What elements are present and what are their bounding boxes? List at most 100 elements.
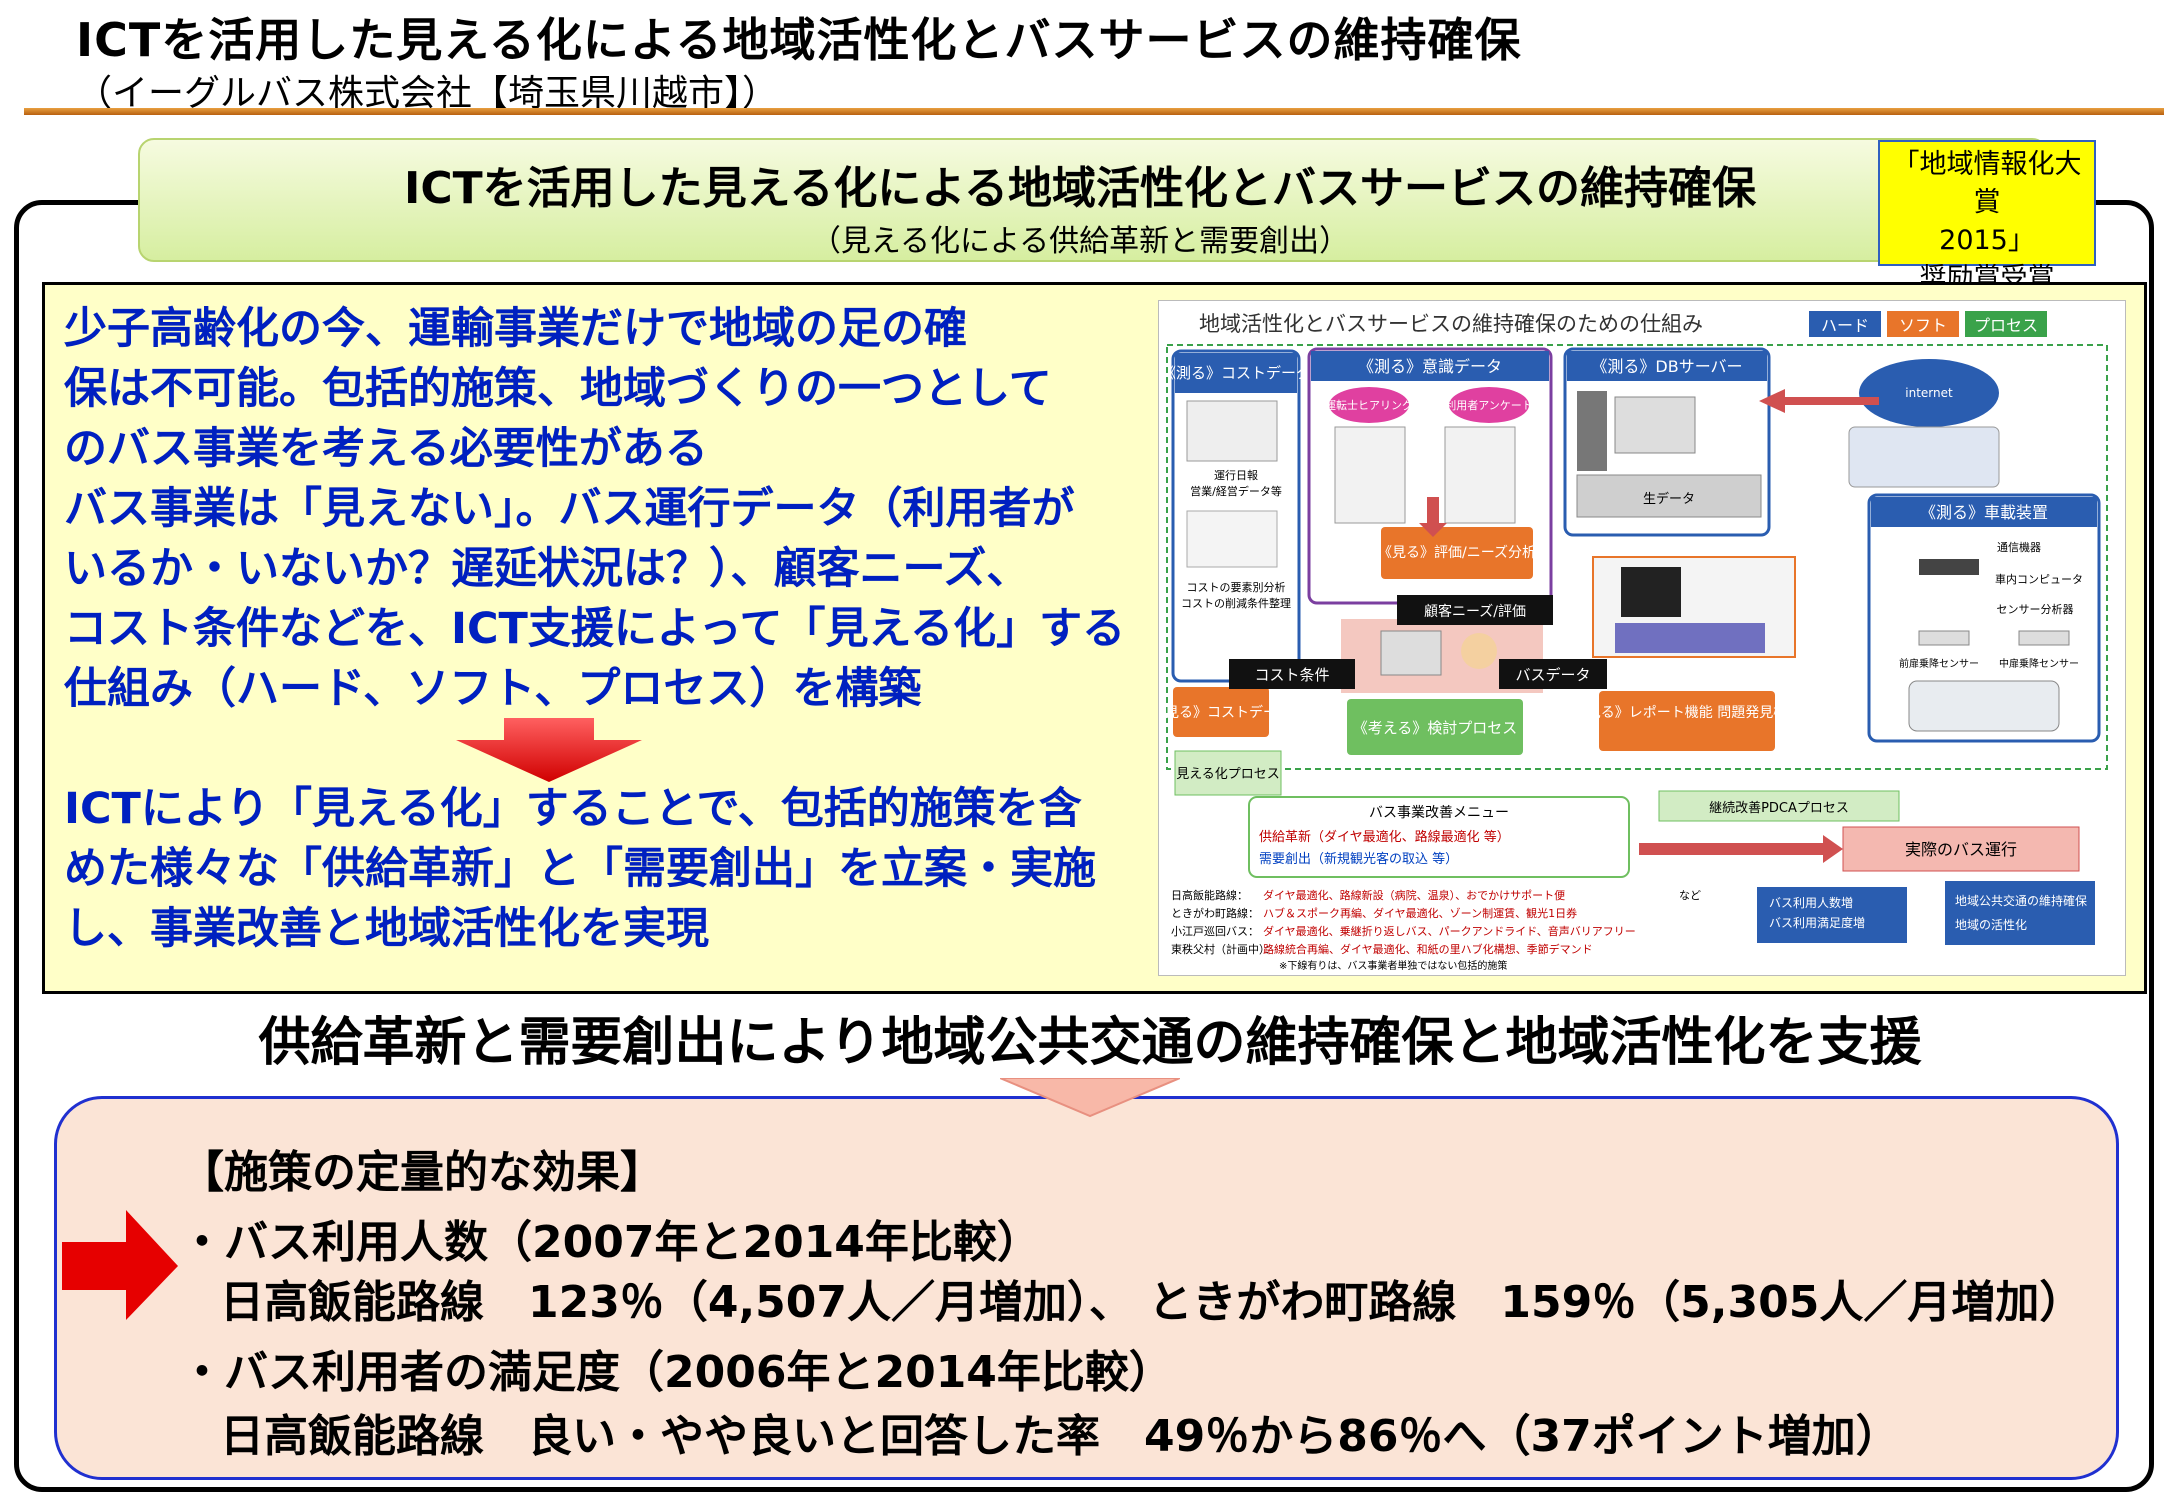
legend-hard (1809, 311, 1881, 337)
see-cost-label: 《見る》コストデータ (1158, 704, 1291, 721)
person-icon (1461, 633, 1497, 669)
result-detail: 日高飯能路線 123％（4,507人／月増加）、 ときがわ町路線 159％（5,… (220, 1277, 2084, 1328)
db-box-header (1567, 351, 1767, 381)
banner-subtitle: （見える化による供給革新と需要創出） (810, 224, 1350, 259)
monitor-icon (1621, 567, 1681, 617)
cost-note: コストの削減条件整理 (1181, 596, 1291, 610)
pdca-label: 継続改善PDCAプロセス (1709, 800, 1849, 816)
route-name: ときがわ町路線： (1171, 906, 1259, 920)
visual-process-label: 見える化プロセス (1176, 767, 1280, 782)
cost-note: 運行日報 (1214, 469, 1258, 482)
pdca-box (1658, 790, 1900, 822)
vehicle-item: センサー分析器 (1997, 602, 2074, 616)
summary-line: 少子高齢化の今、運輸事業だけで地域の足の確 (64, 304, 967, 354)
survey-sheet-icon (1444, 426, 1516, 524)
chart-icon (1186, 510, 1278, 568)
result-line: し、事業改善と地域活性化を実現 (64, 904, 709, 954)
outcome-box (1945, 881, 2095, 945)
db-box-title: 《測る》DBサーバー (1591, 357, 1742, 376)
award-line: 2015」 (1939, 225, 2035, 256)
menu-supply: 供給革新（ダイヤ最適化、路線最適化 等） (1259, 829, 1510, 845)
legend-soft-label: ソフト (1899, 316, 1947, 335)
cost-note: 営業/経営データ等 (1190, 484, 1282, 498)
vehicle-item: 車内コンピュータ (1995, 572, 2083, 586)
pointer-icon (1000, 1078, 1180, 1118)
outcome-item: 地域公共交通の維持確保 (1955, 893, 2087, 908)
raw-data-panel (1576, 474, 1762, 518)
route-text: ダイヤ最適化、乗継折り返しバス、パークアンドライド、音声バリアフリー (1263, 924, 1636, 938)
system-diagram: 地域活性化とバスサービスの維持確保のための仕組み ハード ソフト プロセス 《測… (1158, 300, 2126, 976)
banner (138, 138, 2048, 262)
see-report-label: 《見る》レポート機能 問題発見機能 (1573, 705, 1801, 721)
summary-line: いるか・いないか？遅延状況は？）、顧客ニーズ、 (64, 544, 1030, 594)
survey-box-header (1311, 351, 1549, 381)
routes-etc: など (1679, 889, 1701, 902)
db-box (1563, 347, 1771, 537)
page-subtitle: （イーグルバス株式会社【埼玉県川越市】） (76, 73, 779, 114)
legend-soft (1887, 311, 1959, 337)
arrow-right-icon (62, 1210, 178, 1320)
award-badge: 「地域情報化大賞 2015」 奨励賞受賞 (1878, 140, 2096, 294)
banner-title: ICTを活用した見える化による地域活性化とバスサービスの維持確保 (403, 163, 1757, 214)
survey-b-bubble (1449, 387, 1529, 423)
legend-hard-label: ハード (1821, 316, 1869, 335)
results-panel (54, 1096, 2119, 1480)
title-divider (24, 108, 2164, 115)
pc-icon (1380, 630, 1442, 676)
internet-label: internet (1905, 386, 1953, 400)
bus-icon (1908, 680, 2060, 732)
effect-item: バス利用満足度増 (1769, 915, 1865, 930)
cost-box-header (1175, 353, 1297, 393)
vehicle-box-title: 《測る》車載装置 (1920, 503, 2048, 522)
route-text: ハブ＆スポーク再編、ダイヤ最適化、ゾーン制運賃、観光1日券 (1263, 906, 1577, 920)
summary-line: のバス事業を考える必要性がある (64, 424, 708, 474)
award-line: 「地域情報化大賞 (1892, 149, 2082, 218)
think-box (1347, 699, 1523, 755)
cost-cond-label: コスト条件 (1254, 666, 1329, 684)
report-table (1615, 623, 1765, 653)
see-eval-label: 《見る》評価/ニーズ分析 (1378, 545, 1536, 561)
summary-line: コスト条件などを、ICT支援によって「見える化」する (64, 604, 1126, 654)
support-headline: 供給革新と需要創出により地域公共交通の維持確保と地域活性化を支援 (258, 1013, 1922, 1073)
survey-a-bubble (1329, 387, 1409, 423)
effect-item: バス利用人数増 (1769, 895, 1853, 910)
result-line: ICTにより「見える化」することで、包括的施策を含 (64, 784, 1082, 834)
menu-title: バス事業改善メニュー (1369, 805, 1509, 821)
page-title: ICTを活用した見える化による地域活性化とバスサービスの維持確保 (76, 13, 1522, 67)
results-heading: 【施策の定量的な効果】 (180, 1147, 664, 1198)
survey-a-label: 運転士ヒアリング (1325, 398, 1413, 412)
actual-box (1842, 826, 2080, 872)
route-text: 路線統合再編、ダイヤ最適化、和紙の里ハブ化構想、季節デマンド (1263, 942, 1593, 956)
monitor-icon (1614, 396, 1696, 454)
route-name: 東秩父村（計画中）： (1171, 942, 1276, 956)
summary-line: 保は不可能。包括的施策、地域づくりの一つとして (64, 364, 1052, 414)
vehicle-box-header (1871, 497, 2097, 527)
cost-cond-bar (1229, 659, 1355, 689)
process-frame (1166, 344, 2108, 770)
think-label: 《考える》検討プロセス (1353, 719, 1518, 737)
needs-label: 顧客ニーズ/評価 (1424, 603, 1526, 620)
server-icon (1577, 391, 1607, 471)
cost-note: コストの要素別分析 (1187, 580, 1286, 594)
bus-data-label: バスデータ (1515, 666, 1590, 684)
route-name: 日高飯能路線： (1171, 888, 1248, 902)
diagram-footnote: ※下線有りは、バス事業者単独ではない包括的施策 (1279, 959, 1507, 972)
visual-process-box (1174, 750, 1282, 796)
summary-line: 仕組み（ハード、ソフト、プロセス）を構築 (64, 664, 922, 714)
result-detail: 日高飯能路線 良い・やや良いと回答した率 49％から86％へ（37ポイント増加） (220, 1411, 1900, 1462)
survey-sheet-icon (1334, 426, 1406, 524)
bus-data-bar (1499, 659, 1607, 689)
result-line: めた様々な「供給革新」と「需要創出」を立案・実施 (64, 844, 1096, 894)
menu-demand: 需要創出（新規観光客の取込 等） (1259, 851, 1458, 867)
summary-line: バス事業は「見えない」。バス運行データ（利用者が (64, 484, 1075, 534)
survey-box-title: 《測る》意識データ (1358, 357, 1502, 376)
vehicle-item: 中扉乗降センサー (1999, 657, 2079, 670)
needs-bar (1397, 595, 1553, 625)
cost-box-title: 《測る》コストデータ (1161, 364, 1311, 382)
result-item: ・バス利用者の満足度（2006年と2014年比較） (180, 1347, 1173, 1398)
bus-fleet-icon (1848, 426, 2000, 488)
legend-process-label: プロセス (1974, 316, 2038, 335)
diagram-title: 地域活性化とバスサービスの維持確保のための仕組み (1199, 312, 1703, 336)
legend-process (1965, 311, 2047, 337)
vehicle-item: 前扉乗降センサー (1899, 657, 1979, 670)
